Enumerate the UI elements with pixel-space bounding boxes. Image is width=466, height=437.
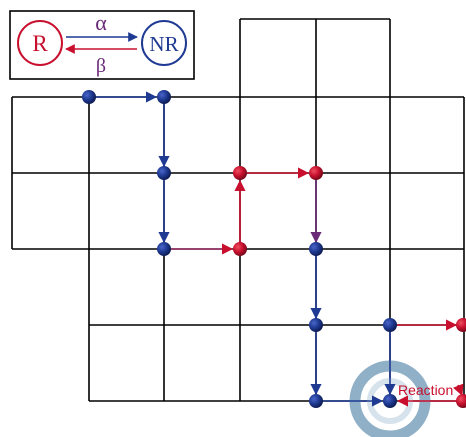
particle-non-reactive (157, 242, 171, 256)
particle-non-reactive (383, 394, 397, 408)
particle-non-reactive (157, 166, 171, 180)
particle-reactive (233, 242, 247, 256)
legend-rate-backward-label: β (96, 55, 106, 77)
particle-reactive (456, 394, 466, 408)
legend-rate-forward-label: α (95, 10, 107, 35)
particle-paths (94, 91, 464, 407)
legend-state-r-label: R (32, 31, 48, 56)
particle-non-reactive (309, 242, 323, 256)
legend-state-r-circle (17, 20, 63, 66)
particle-non-reactive (82, 90, 96, 104)
particle-reactive (309, 166, 323, 180)
particles (82, 90, 466, 408)
particle-non-reactive (309, 318, 323, 332)
particle-reactive (456, 318, 466, 332)
legend-state-nr-label: NR (149, 32, 178, 56)
reaction-label: Reaction (398, 382, 453, 398)
path-arrow-red (453, 383, 464, 397)
particle-non-reactive (157, 90, 171, 104)
particle-non-reactive (383, 318, 397, 332)
particle-reactive (233, 166, 247, 180)
legend: R NR α β (9, 10, 195, 80)
particle-non-reactive (309, 394, 323, 408)
legend-state-nr-circle (141, 20, 187, 66)
